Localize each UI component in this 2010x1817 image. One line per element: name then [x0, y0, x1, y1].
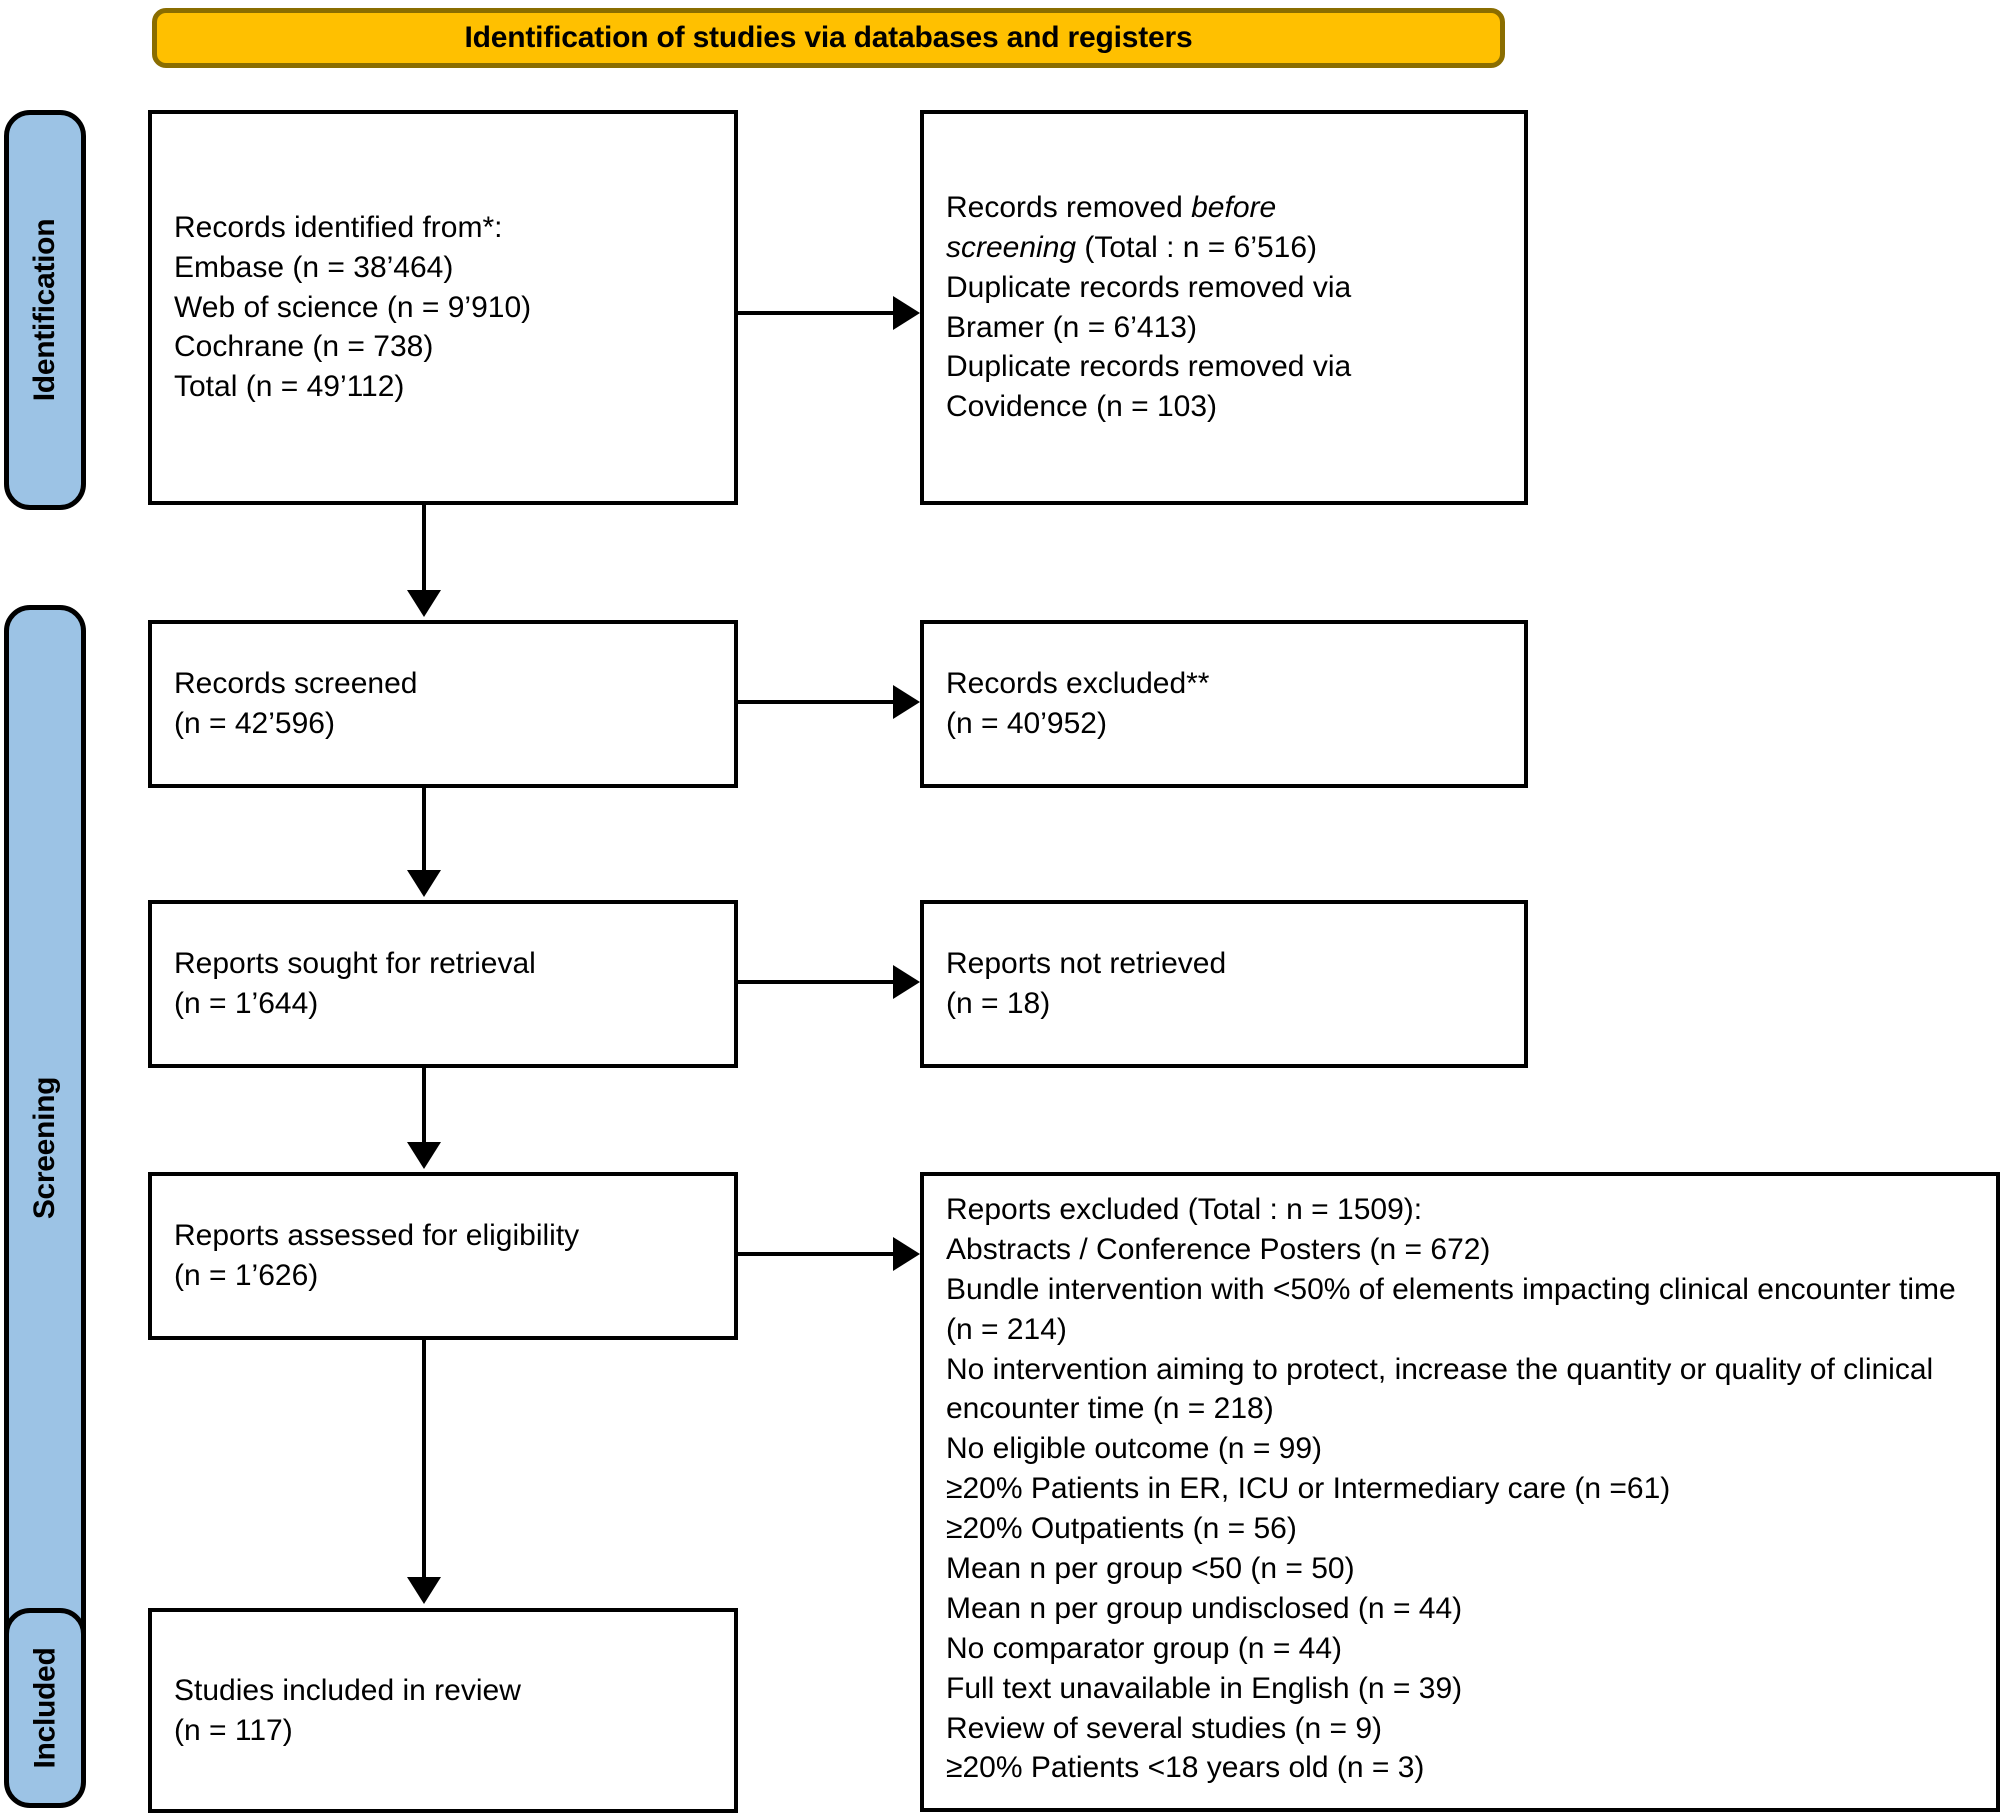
records-identified-line-3: Web of science (n = 9’910): [174, 290, 532, 324]
reports-not-retrieved-line-1: Reports not retrieved: [946, 947, 1227, 981]
box-reports-excluded-list-content: Reports excluded (Total : n = 1509): Abs…: [924, 1176, 1996, 1788]
box-records-identified: Records identified from*: Embase (n = 38…: [148, 110, 738, 505]
arrow-identified-to-removed-head: [893, 296, 920, 330]
records-removed-line-1-plain: Records removed: [946, 190, 1192, 224]
records-removed-line-5: Duplicate records removed via: [946, 350, 1352, 384]
arrow-assessed-to-included-line: [422, 1340, 426, 1580]
stage-label-identification: Identification: [4, 110, 86, 510]
reports-excluded-item-3: Bundle intervention with <50% of element…: [946, 1272, 1956, 1346]
arrow-screened-to-sought-line: [422, 788, 426, 873]
records-screened-line-2: (n = 42’596): [174, 707, 335, 740]
reports-excluded-item-9: Mean n per group undisclosed (n = 44): [946, 1591, 1463, 1625]
records-identified-line-5: Total (n = 49’112): [174, 370, 405, 404]
records-excluded-line-2: (n = 40’952): [946, 707, 1107, 740]
arrow-sought-to-assessed-line: [422, 1068, 426, 1145]
arrow-identified-to-removed-line: [738, 311, 896, 315]
records-removed-line-3: Duplicate records removed via: [946, 270, 1352, 304]
records-removed-line-1-italic: before: [1191, 190, 1277, 224]
box-studies-included-content: Studies included in review (n = 117): [152, 1671, 734, 1751]
arrow-sought-to-not-retrieved-head: [893, 965, 920, 999]
arrow-sought-to-not-retrieved-line: [738, 980, 896, 984]
records-removed-line-4: Bramer (n = 6’413): [946, 310, 1197, 344]
box-reports-assessed: Reports assessed for eligibility (n = 1’…: [148, 1172, 738, 1340]
stage-label-included-text: Included: [28, 1647, 62, 1769]
box-reports-not-retrieved-content: Reports not retrieved (n = 18): [924, 944, 1524, 1024]
stage-label-screening-text: Screening: [28, 1076, 62, 1219]
reports-not-retrieved-line-2: (n = 18): [946, 987, 1051, 1020]
arrow-sought-to-assessed-head: [407, 1142, 441, 1169]
box-reports-sought: Reports sought for retrieval (n = 1’644): [148, 900, 738, 1068]
reports-excluded-item-1: Reports excluded (Total : n = 1509):: [946, 1193, 1423, 1226]
records-identified-line-2: Embase (n = 38’464): [174, 250, 454, 284]
reports-excluded-item-7: ≥20% Outpatients (n = 56): [946, 1512, 1297, 1546]
arrow-identified-to-screened-head: [407, 590, 441, 617]
records-screened-line-1: Records screened: [174, 667, 418, 701]
arrow-screened-to-excluded-line: [738, 700, 896, 704]
box-records-excluded: Records excluded** (n = 40’952): [920, 620, 1528, 788]
arrow-screened-to-excluded-head: [893, 685, 920, 719]
reports-sought-line-1: Reports sought for retrieval: [174, 947, 536, 981]
stage-label-screening: Screening: [4, 605, 86, 1690]
records-removed-line-2: screening (Total : n = 6’516): [946, 228, 1502, 268]
box-records-screened-content: Records screened (n = 42’596): [152, 664, 734, 744]
reports-sought-line-2: (n = 1’644): [174, 987, 319, 1020]
box-reports-excluded-list: Reports excluded (Total : n = 1509): Abs…: [920, 1172, 2000, 1812]
banner-title: Identification of studies via databases …: [464, 21, 1193, 54]
reports-excluded-item-5: No eligible outcome (n = 99): [946, 1432, 1323, 1466]
box-records-removed-content: Records removed before screening (Total …: [924, 188, 1524, 427]
reports-excluded-item-6: ≥20% Patients in ER, ICU or Intermediary…: [946, 1472, 1671, 1506]
box-records-identified-content: Records identified from*: Embase (n = 38…: [152, 208, 734, 407]
box-records-excluded-content: Records excluded** (n = 40’952): [924, 664, 1524, 744]
arrow-assessed-to-included-head: [407, 1577, 441, 1604]
box-reports-sought-content: Reports sought for retrieval (n = 1’644): [152, 944, 734, 1024]
records-identified-line-4: Cochrane (n = 738): [174, 330, 434, 364]
records-removed-line-6: Covidence (n = 103): [946, 390, 1217, 424]
reports-excluded-item-2: Abstracts / Conference Posters (n = 672): [946, 1232, 1491, 1266]
records-removed-line-2-italic: screening: [946, 230, 1077, 264]
box-records-removed: Records removed before screening (Total …: [920, 110, 1528, 505]
records-removed-line-1: Records removed before: [946, 188, 1502, 228]
reports-assessed-line-1: Reports assessed for eligibility: [174, 1219, 580, 1253]
stage-label-identification-text: Identification: [28, 218, 61, 402]
arrow-identified-to-screened-line: [422, 505, 426, 593]
records-removed-line-2-plain: (Total : n = 6’516): [1076, 230, 1318, 264]
reports-excluded-item-8: Mean n per group <50 (n = 50): [946, 1552, 1355, 1586]
reports-excluded-item-10: No comparator group (n = 44): [946, 1631, 1343, 1665]
studies-included-line-1: Studies included in review: [174, 1673, 521, 1707]
arrow-assessed-to-reports-excluded-line: [738, 1252, 896, 1256]
arrow-screened-to-sought-head: [407, 870, 441, 897]
header-banner: Identification of studies via databases …: [152, 8, 1505, 68]
stage-label-included: Included: [4, 1608, 86, 1808]
reports-excluded-item-12: Review of several studies (n = 9): [946, 1711, 1383, 1745]
arrow-assessed-to-reports-excluded-head: [893, 1237, 920, 1271]
studies-included-line-2: (n = 117): [174, 1713, 293, 1747]
reports-assessed-line-2: (n = 1’626): [174, 1259, 319, 1292]
reports-excluded-item-13: ≥20% Patients <18 years old (n = 3): [946, 1751, 1425, 1785]
box-studies-included: Studies included in review (n = 117): [148, 1608, 738, 1813]
reports-excluded-item-4: No intervention aiming to protect, incre…: [946, 1352, 1934, 1426]
records-excluded-line-1: Records excluded**: [946, 667, 1210, 701]
records-identified-line-1: Records identified from*:: [174, 210, 503, 244]
box-reports-assessed-content: Reports assessed for eligibility (n = 1’…: [152, 1216, 734, 1296]
box-records-screened: Records screened (n = 42’596): [148, 620, 738, 788]
reports-excluded-item-11: Full text unavailable in English (n = 39…: [946, 1671, 1463, 1705]
box-reports-not-retrieved: Reports not retrieved (n = 18): [920, 900, 1528, 1068]
